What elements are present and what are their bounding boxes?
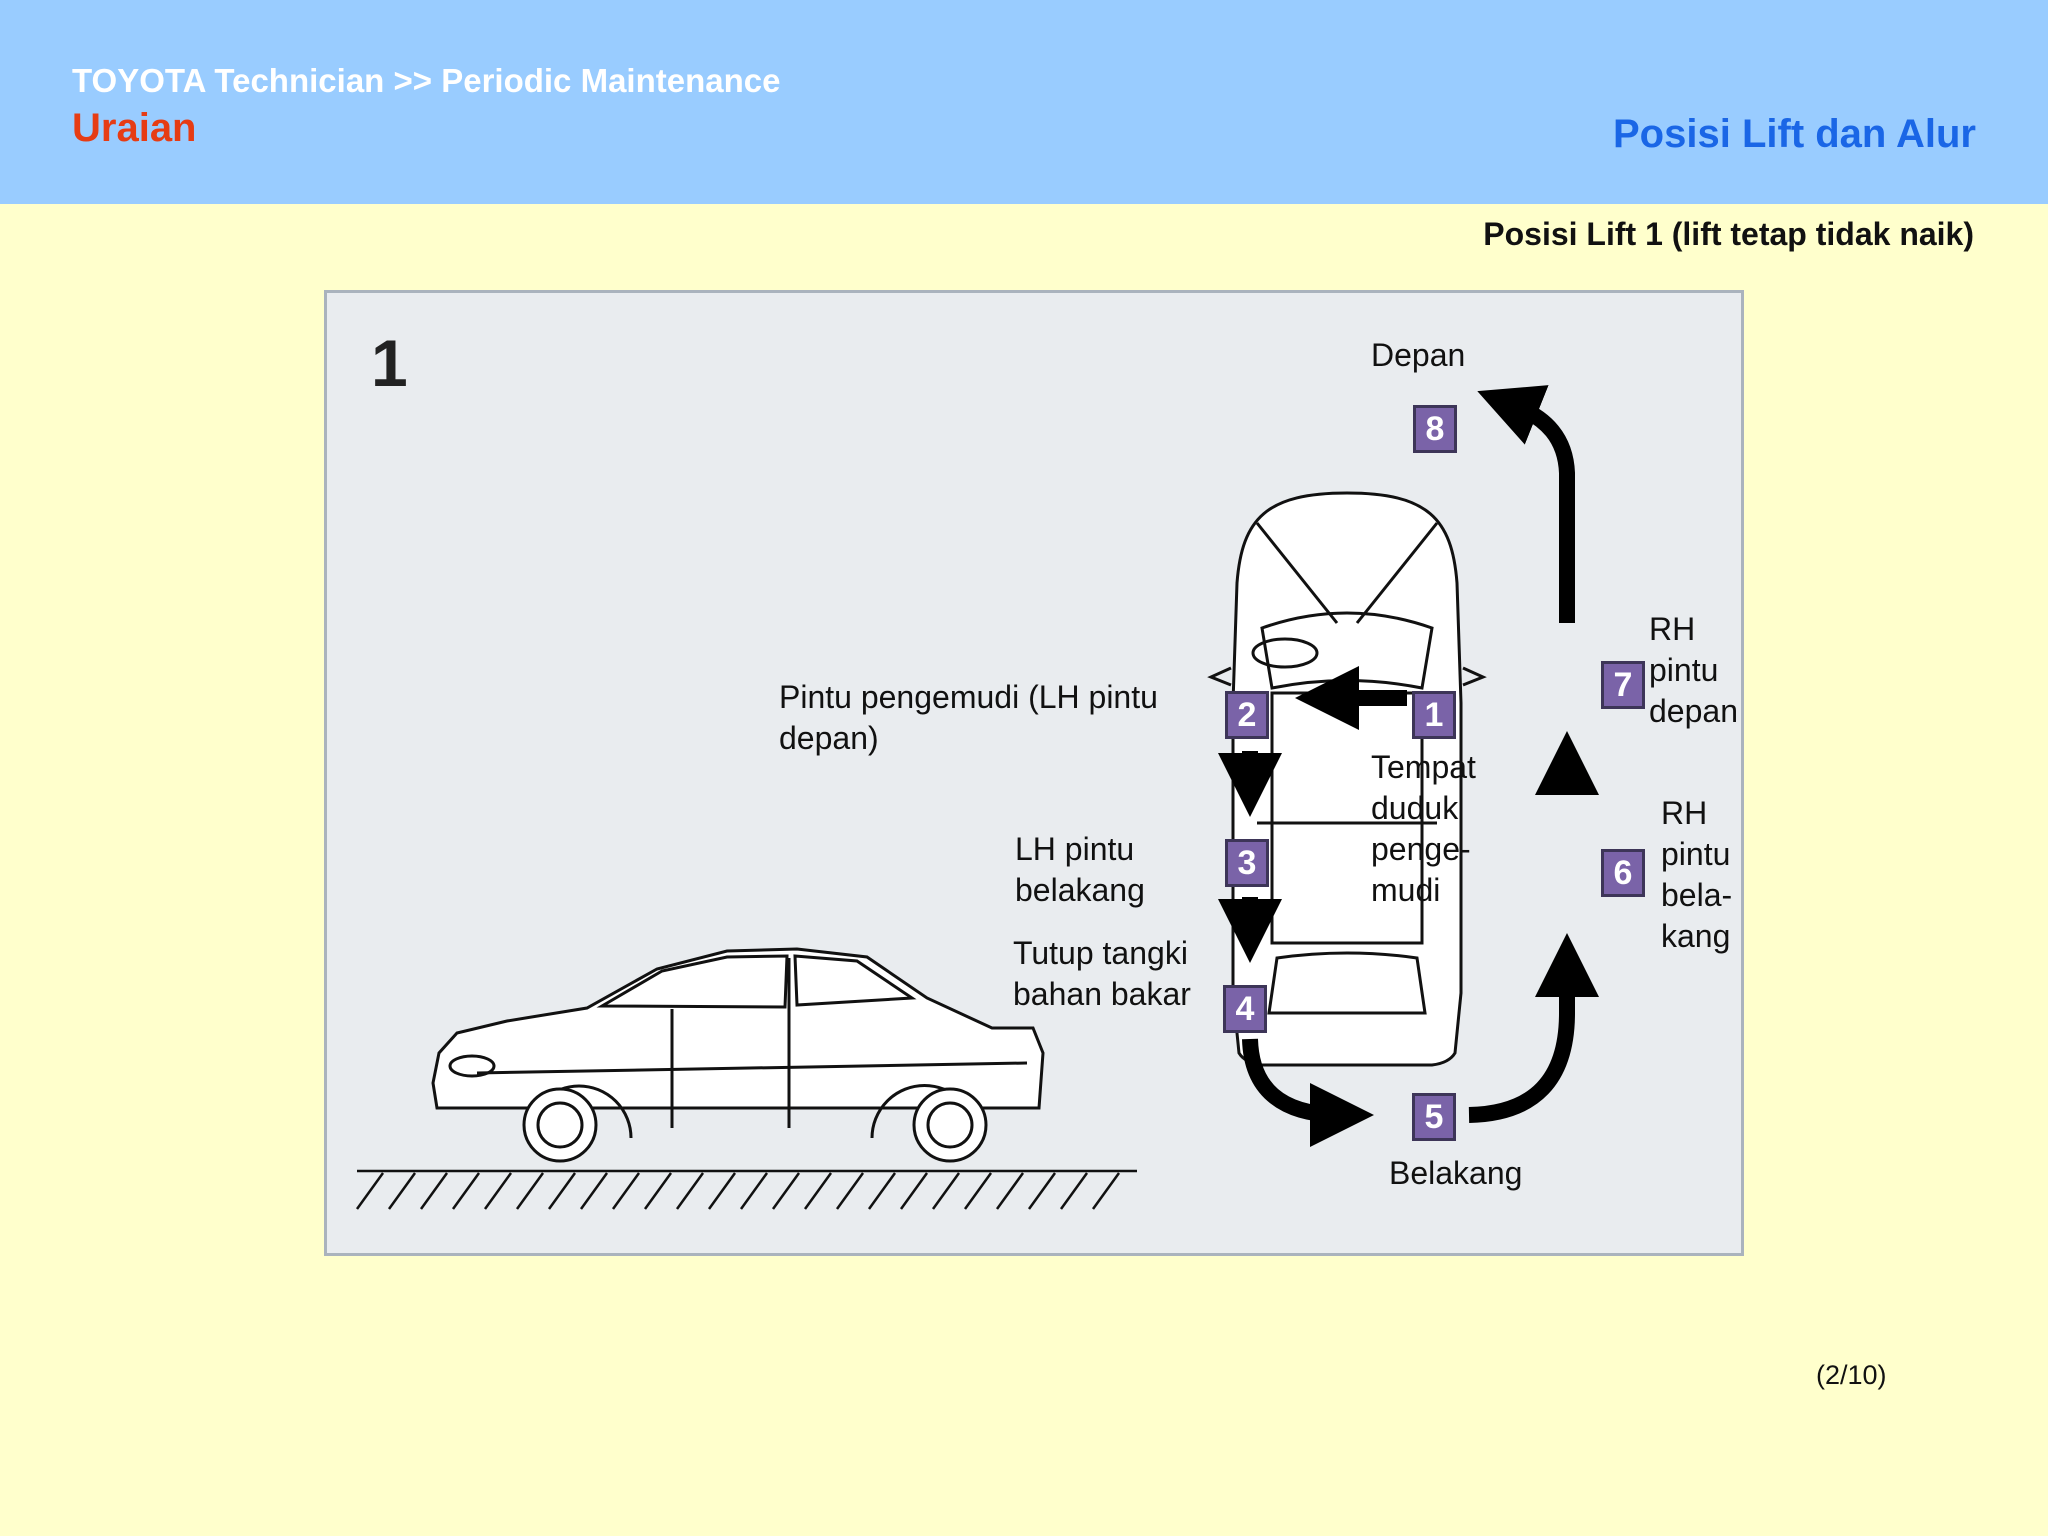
label-rh-front-door: RH pintu depan xyxy=(1649,611,1738,729)
top-view-car xyxy=(1207,491,1487,1067)
step-7-badge: 7 xyxy=(1601,661,1645,709)
page-title: Posisi Lift dan Alur xyxy=(1613,112,1976,156)
step-5-badge: 5 xyxy=(1412,1093,1456,1141)
lift-position-diagram: 1 Depan Belakang Pintu pengemudi (LH pin… xyxy=(324,290,1744,1256)
label-front: Depan xyxy=(1371,337,1466,373)
arrow-5-to-6 xyxy=(1468,933,1599,1123)
label-driver-seat: Tempat duduk penge- mudi xyxy=(1371,749,1476,908)
step-3-badge: 3 xyxy=(1225,839,1269,887)
label-rh-rear-door: RH pintu bela- kang xyxy=(1661,795,1733,954)
label-lh-rear-door: LH pintu belakang xyxy=(1015,831,1145,908)
step-2-badge: 2 xyxy=(1225,691,1269,739)
figure-number: 1 xyxy=(371,326,408,400)
step-8-badge: 8 xyxy=(1413,405,1457,453)
side-view-car xyxy=(431,947,1045,1163)
page-number: (2/10) xyxy=(1816,1360,1887,1390)
section-title: Uraian xyxy=(72,106,197,150)
arrow-7-to-8 xyxy=(1477,385,1575,623)
step-4-badge: 4 xyxy=(1223,985,1267,1033)
arrow-4-to-5 xyxy=(1242,1038,1374,1147)
diagram-subtitle: Posisi Lift 1 (lift tetap tidak naik) xyxy=(1483,216,1974,252)
label-driver-door: Pintu pengemudi (LH pintu depan) xyxy=(779,679,1158,756)
diagram-drawing xyxy=(355,385,1599,1210)
header-bar: TOYOTA Technician >> Periodic Maintenanc… xyxy=(0,0,2048,204)
label-fuel-cap: Tutup tangki bahan bakar xyxy=(1013,935,1191,1012)
breadcrumb: TOYOTA Technician >> Periodic Maintenanc… xyxy=(72,62,781,99)
step-1-badge: 1 xyxy=(1412,691,1456,739)
flow-arrows xyxy=(1218,385,1599,1147)
label-rear: Belakang xyxy=(1389,1155,1523,1191)
ground-hatching xyxy=(355,1169,1137,1210)
step-6-badge: 6 xyxy=(1601,849,1645,897)
